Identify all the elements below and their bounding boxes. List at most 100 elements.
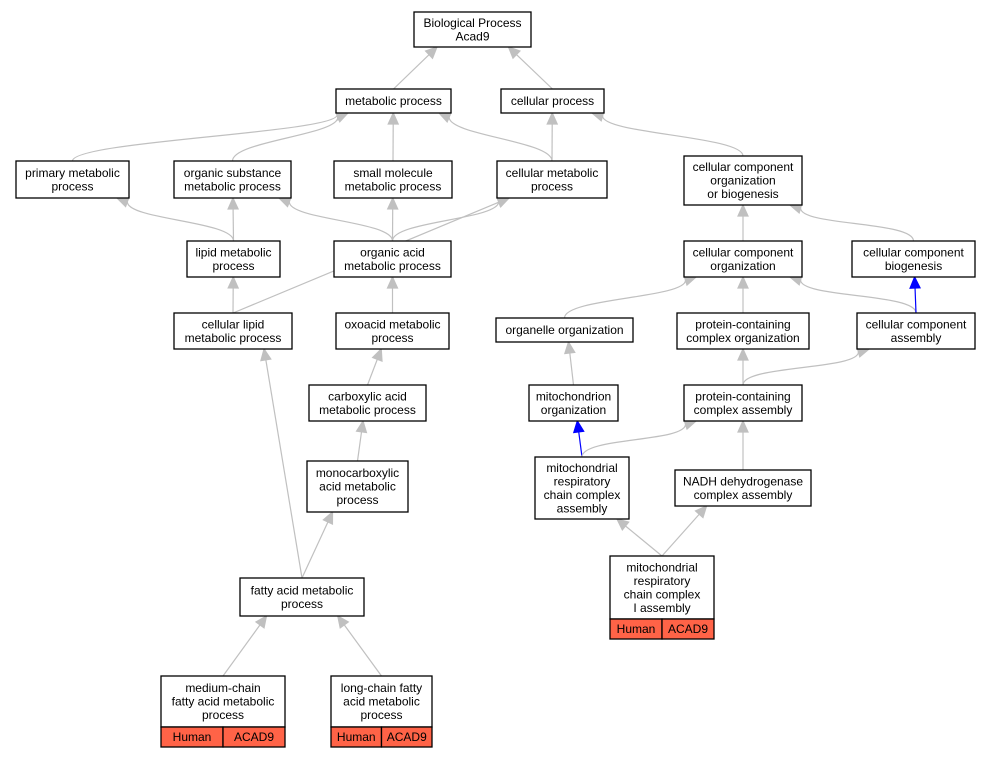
edge-mrcca-to-mo [572, 419, 585, 458]
go-term-box [683, 384, 803, 422]
go-term-label-line: carboxylic acid [328, 389, 407, 403]
edge-arrowhead [387, 111, 400, 125]
edge-arrowhead [386, 275, 399, 289]
go-term-box [186, 240, 281, 278]
go-term-label-line: process [281, 597, 323, 611]
edge-arrowhead [737, 275, 749, 289]
go-term-node-cel[interactable]: cellular process [500, 88, 605, 114]
edge-smmp-to-met [387, 111, 400, 162]
annotation-gene-cell [380, 726, 433, 748]
go-term-label-line: assembly [891, 331, 942, 345]
go-term-label-line: process [531, 179, 573, 193]
go-term-box [851, 240, 976, 278]
edge-arrowhead [322, 510, 334, 526]
go-term-box [173, 160, 292, 199]
go-term-label-line: metabolic process [319, 403, 416, 417]
edges-layer [71, 45, 921, 677]
go-term-label-line: assembly [557, 501, 608, 515]
edge-line [516, 54, 553, 90]
edge-line [578, 431, 583, 458]
edge-cco-to-ccob [737, 203, 749, 241]
go-term-label-line: cellular lipid [202, 317, 265, 331]
edge-line [625, 525, 663, 557]
go-term-label-line: metabolic process [184, 179, 281, 193]
go-term-label-line: metabolic process [345, 179, 442, 193]
go-term-label-line: organization [710, 259, 775, 273]
edge-arrowhead [694, 504, 708, 519]
edge-line [265, 359, 303, 579]
go-term-box [306, 460, 409, 513]
go-term-label-line: chain complex [624, 587, 701, 601]
annotation-gene: ACAD9 [387, 730, 427, 744]
edge-mrcci-to-ndca [661, 504, 708, 557]
go-term-label-line: cellular component [866, 317, 967, 331]
edge-lcfa-to-famp [336, 614, 382, 677]
edge-line [563, 280, 687, 319]
go-term-node-met[interactable]: metabolic process [335, 88, 452, 114]
go-term-box [609, 555, 715, 620]
edge-arrowhead [572, 419, 585, 434]
edge-lmp-to-pmp [115, 196, 235, 242]
go-term-label-line: NADH dehydrogenase [683, 474, 803, 488]
go-term-label-line: protein-containing [695, 317, 790, 331]
edge-arrowhead [371, 347, 383, 362]
go-term-label-line: process [212, 259, 254, 273]
edge-arrowhead [227, 196, 240, 210]
edge-arrowhead [336, 614, 350, 629]
edge-arrowhead [254, 614, 268, 629]
edge-arrowhead [737, 347, 749, 361]
go-term-label-line: lipid metabolic [195, 245, 271, 259]
go-term-label-line: complex assembly [694, 403, 793, 417]
go-term-label-line: small molecule [353, 166, 433, 180]
edge-pca-to-cca [742, 346, 871, 386]
go-term-box [500, 88, 605, 114]
go-term-box [674, 469, 812, 507]
edge-line [222, 624, 261, 677]
go-term-label-line: mitochondrion [536, 389, 611, 403]
go-term-label-line: chain complex [544, 488, 621, 502]
annotation-gene: ACAD9 [668, 622, 708, 636]
edge-arrowhead [615, 518, 630, 531]
edge-arrowhead [496, 196, 511, 208]
go-term-box [413, 11, 532, 48]
go-term-label-line: or biogenesis [707, 187, 778, 201]
go-term-label-line: Acad9 [455, 29, 489, 43]
edge-oo-to-cco [563, 274, 698, 319]
edge-cmp-to-cel [546, 111, 559, 162]
go-term-label-line: process [51, 179, 93, 193]
edge-arrowhead [507, 45, 521, 60]
go-term-node-oo[interactable]: organelle organization [495, 317, 634, 343]
edge-mrcci-to-mrcca [615, 518, 663, 557]
go-term-label-line: long-chain fatty [341, 681, 422, 695]
edge-ndca-to-pca [737, 419, 749, 470]
edge-line [126, 201, 235, 242]
go-term-label-line: mitochondrial [626, 560, 697, 574]
edge-arrowhead [386, 196, 399, 210]
